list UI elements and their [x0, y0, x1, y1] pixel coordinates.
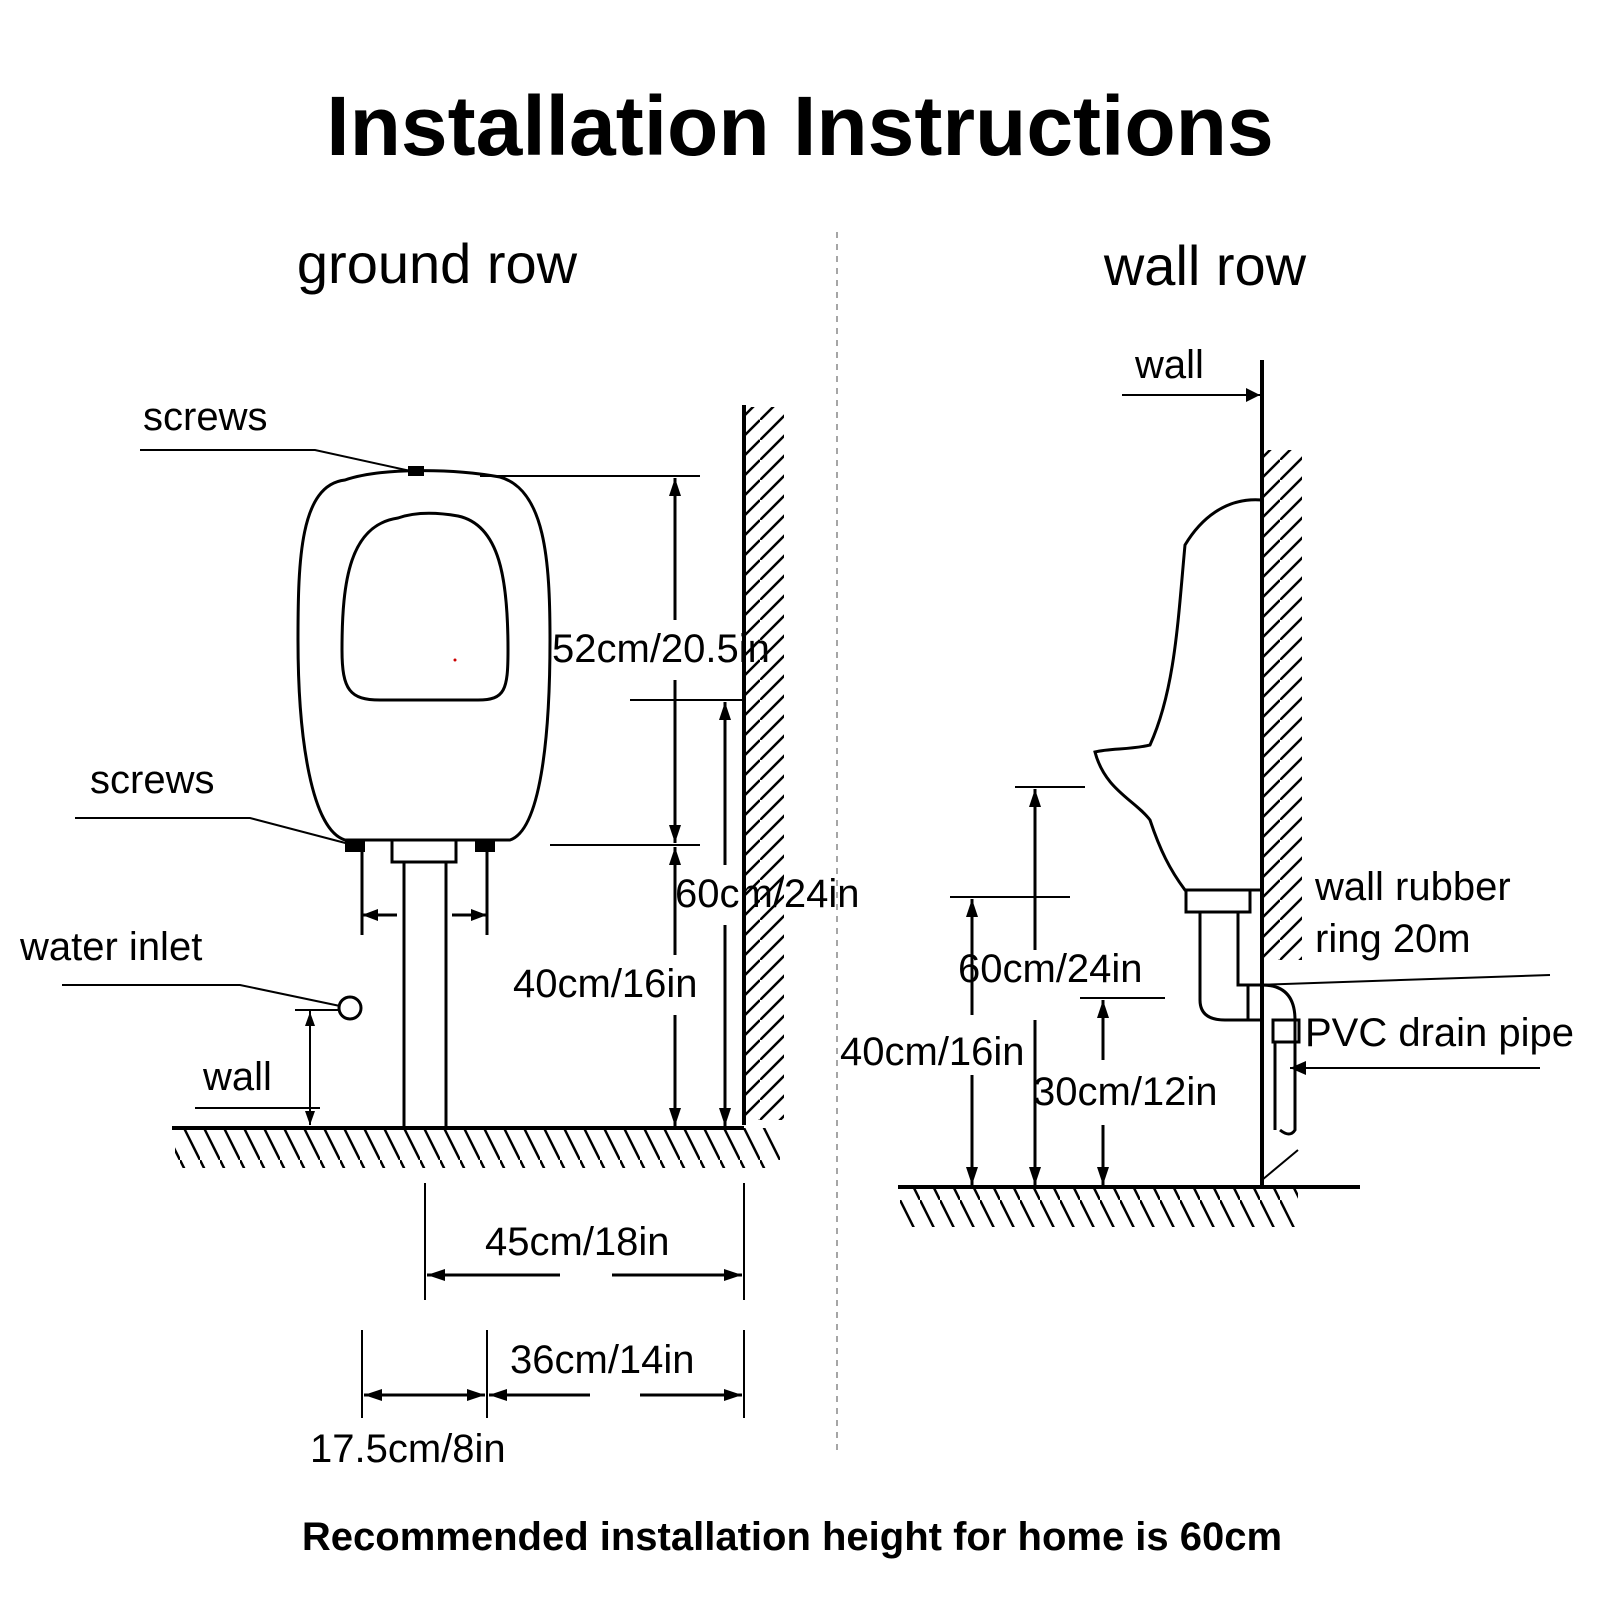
ground-leader-screws-bottom — [75, 817, 354, 846]
ground-leader-water-inlet — [62, 984, 341, 1007]
ground-screw-right — [475, 840, 495, 852]
wallrow-rubber-ring — [1246, 983, 1264, 1022]
wall-row-panel: wall row — [840, 234, 1574, 1227]
ground-urinal-body — [296, 469, 552, 842]
ground-dim-36: 36cm/14in — [510, 1338, 695, 1382]
wallrow-pvc-collar — [1271, 1018, 1301, 1044]
ground-dim-40: 40cm/16in — [513, 962, 698, 1006]
ground-label-water-inlet: water inlet — [19, 925, 202, 969]
wallrow-pvc-pipe — [1261, 983, 1297, 1136]
ground-screw-left — [345, 840, 365, 852]
page-title: Installation Instructions — [326, 79, 1273, 173]
ground-screw-top — [408, 466, 424, 476]
ground-label-screws-bottom: screws — [90, 758, 214, 802]
ground-label-wall: wall — [202, 1055, 272, 1099]
wallrow-trap-pipe-inner — [1236, 912, 1262, 987]
ground-water-inlet — [337, 995, 363, 1021]
ground-outlet — [390, 838, 458, 864]
wallrow-label-rubber-1: wall rubber — [1314, 865, 1511, 909]
ground-wall-hatch — [744, 407, 784, 1120]
wallrow-label-wall: wall — [1134, 343, 1204, 387]
ground-dim-52: 52cm/20.5in — [552, 627, 770, 671]
wallrow-dim-40: 40cm/16in — [840, 1030, 1025, 1074]
wallrow-label-pvc: PVC drain pipe — [1305, 1011, 1574, 1055]
ground-row-heading: ground row — [297, 232, 578, 295]
ground-floor-hatch — [175, 1128, 780, 1168]
wallrow-dim-30: 30cm/12in — [1033, 1070, 1218, 1114]
ground-dim-45: 45cm/18in — [485, 1220, 670, 1264]
ground-leader-screws-top — [140, 449, 416, 473]
ground-urinal-bowl — [340, 511, 510, 702]
wallrow-urinal-profile — [1093, 498, 1263, 892]
wallrow-dim-60: 60cm/24in — [958, 947, 1143, 991]
wallrow-outlet — [1184, 888, 1252, 914]
wallrow-trap-pipe — [1198, 912, 1262, 1022]
ground-dim-17: 17.5cm/8in — [310, 1427, 506, 1471]
wallrow-floor-hatch — [900, 1187, 1298, 1227]
ground-urinal-dot — [453, 658, 457, 662]
wallrow-leader-rubber — [1254, 974, 1551, 986]
ground-label-screws-top: screws — [143, 395, 267, 439]
wallrow-label-rubber-2: ring 20m — [1315, 917, 1471, 961]
footer-note: Recommended installation height for home… — [302, 1515, 1282, 1559]
wallrow-wall-hatch — [1262, 450, 1302, 960]
wall-row-heading: wall row — [1103, 234, 1307, 297]
ground-dim-60: 60cm/24in — [675, 872, 860, 916]
ground-row-panel: ground row — [19, 232, 860, 1471]
